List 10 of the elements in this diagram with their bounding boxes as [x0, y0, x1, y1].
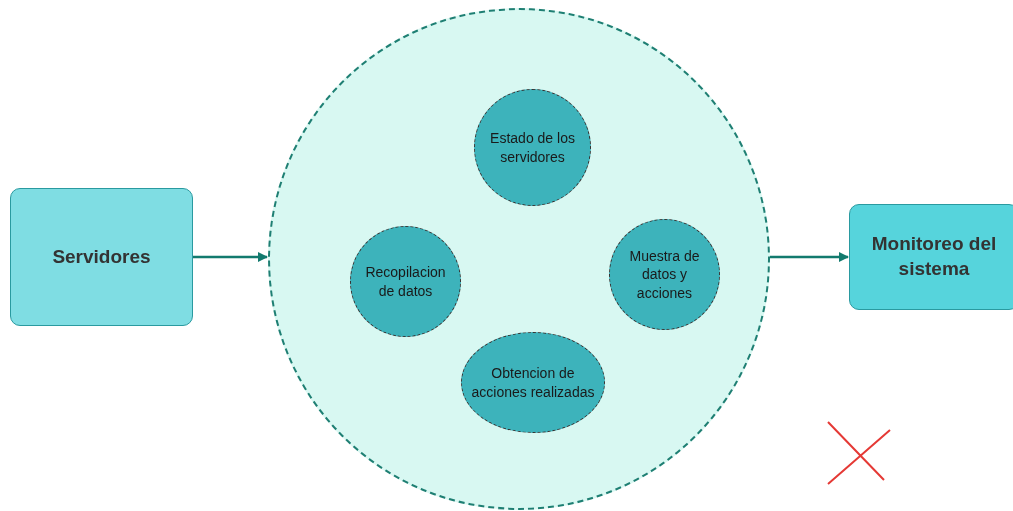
node-label: Recopilacion de datos [364, 263, 447, 300]
arrow [193, 252, 268, 262]
node-label: Monitoreo del sistema [870, 232, 998, 281]
process-box [849, 204, 1013, 310]
node-label: Muestra de datos y acciones [628, 247, 701, 302]
node-label: Obtencion de acciones realizadas [470, 364, 596, 401]
arrow [770, 252, 849, 262]
node-label: Servidores [52, 244, 151, 269]
node-label: Estado de los servidores [489, 129, 576, 166]
process-box [10, 188, 193, 326]
